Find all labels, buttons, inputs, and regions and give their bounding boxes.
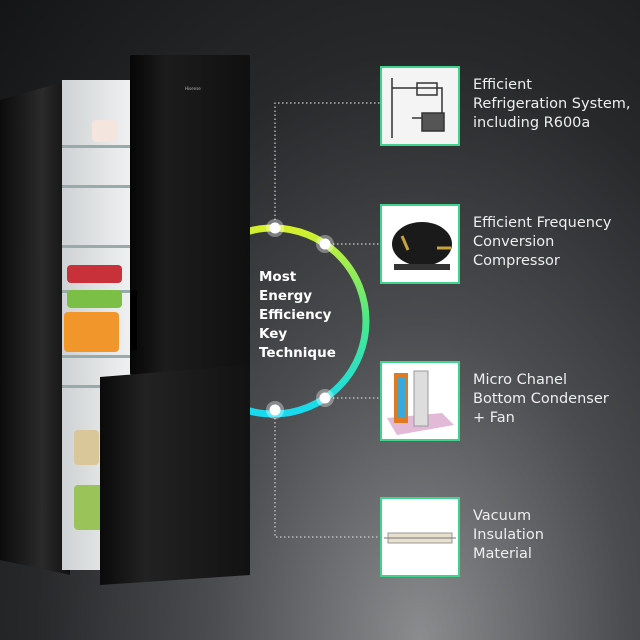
- vacuum-panel-icon: [380, 497, 460, 577]
- fridge-door-lower: [100, 365, 250, 585]
- compressor-icon: [380, 204, 460, 284]
- brand-logo: Hisense: [185, 86, 201, 91]
- connector-lines: [274, 102, 380, 538]
- feature-vacuum-insulation: Vacuum Insulation Material: [380, 497, 640, 577]
- fridge-cabinet: [0, 80, 70, 575]
- refrigeration-system-icon: [380, 66, 460, 146]
- center-label: Most Energy Efficiency Key Technique: [259, 269, 336, 361]
- ring-nodes: [266, 219, 334, 419]
- feature-condenser-fan: Micro Chanel Bottom Condenser + Fan: [380, 361, 640, 441]
- feature-refrigeration-system: Efficient Refrigeration System, includin…: [380, 66, 640, 146]
- feature-compressor: Efficient Frequency Conversion Compresso…: [380, 204, 640, 284]
- fridge-door-upper: [130, 55, 250, 375]
- condenser-fan-icon: [380, 361, 460, 441]
- door-handle: [131, 290, 137, 350]
